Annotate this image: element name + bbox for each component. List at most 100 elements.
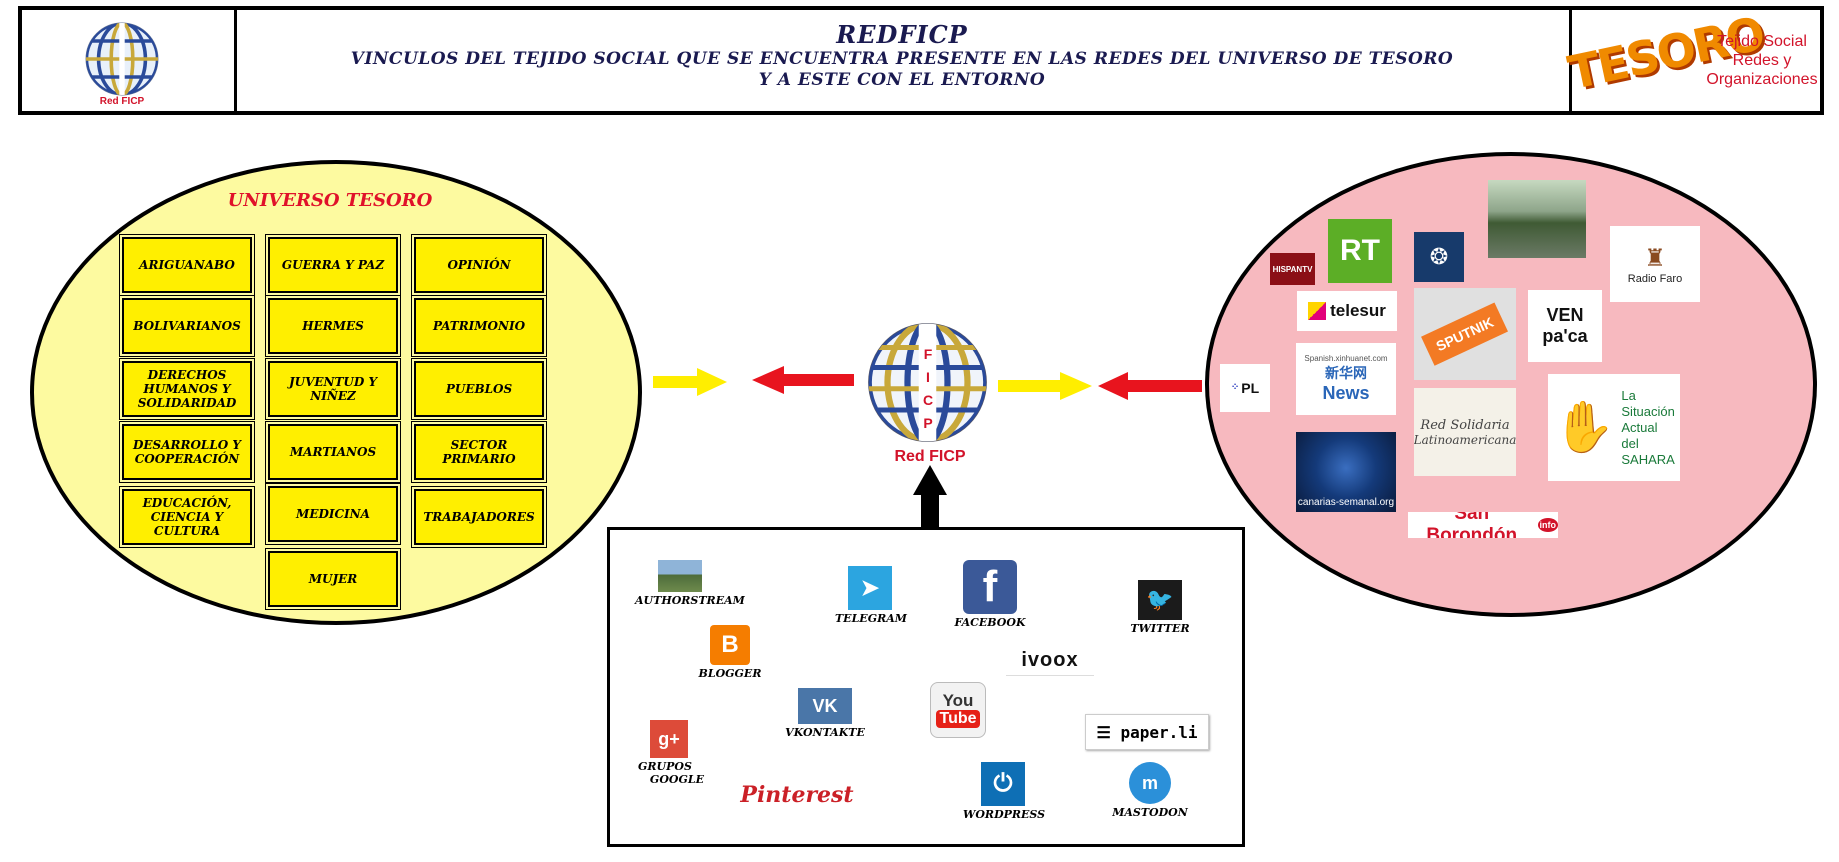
globe-letter: P [923, 415, 933, 431]
globe-letter: F [923, 346, 933, 362]
paperli-label: paper.li [1120, 722, 1198, 742]
authorstream-item[interactable]: AUTHORSTREAM [635, 560, 745, 607]
blogger-item[interactable]: B BLOGGER [695, 625, 765, 680]
sahara-line: Actual [1621, 419, 1658, 435]
ivoox-label: ivoox [1021, 648, 1079, 671]
paperli-item[interactable]: ☰ paper.li [1085, 714, 1209, 750]
red-ficp-globe [868, 323, 987, 442]
facebook-item[interactable]: f FACEBOOK [950, 560, 1030, 629]
globe-letter: I [926, 369, 930, 385]
pinterest-icon: Pinterest [740, 780, 853, 810]
san-borondon-logo[interactable]: San Borondón info [1408, 512, 1558, 538]
header-logo-cell: Red FICP [22, 10, 237, 111]
sahara-text: La Situación Actual del SAHARA [1621, 388, 1674, 468]
authorstream-icon [658, 560, 702, 592]
telegram-item[interactable]: ➤ TELEGRAM [835, 566, 907, 625]
grupos-google-label: GRUPOS [638, 760, 692, 773]
hand-flag-icon: ✋ [1553, 399, 1616, 455]
twitter-label: TWITTER [1130, 622, 1190, 635]
wordpress-label: WORDPRESS [963, 808, 1046, 821]
rt-logo[interactable]: RT [1328, 219, 1392, 283]
ivoox-item[interactable]: ivoox [1005, 645, 1095, 676]
network-box: JUVENTUD Y NIÑEZ [265, 358, 401, 420]
telesur-mark-icon [1308, 302, 1327, 320]
authorstream-label: AUTHORSTREAM [635, 594, 745, 607]
red-solidaria-label: Latinoamericana [1414, 432, 1516, 447]
sahara-line: La [1621, 387, 1636, 403]
sputnik-logo[interactable]: SPUTNIK [1414, 288, 1516, 380]
wordpress-power-icon: ⏻ [981, 762, 1025, 806]
paperli-icon: ☰ paper.li [1085, 714, 1209, 750]
network-box: SECTOR PRIMARIO [411, 421, 547, 483]
facebook-icon: f [963, 560, 1017, 614]
venpaca-logo[interactable]: VEN pa'ca [1528, 290, 1602, 362]
lighthouse-icon: ♜ [1644, 244, 1666, 272]
san-borondon-suffix: info [1537, 518, 1558, 532]
tesoro-subtitle-line: Organizaciones [1706, 71, 1818, 88]
network-box: MUJER [265, 548, 401, 610]
telegram-label: TELEGRAM [835, 612, 907, 625]
vkontakte-item[interactable]: VK VKONTAKTE [785, 688, 865, 739]
network-box: DERECHOS HUMANOS Y SOLIDARIDAD [119, 358, 255, 420]
network-box: GUERRA Y PAZ [265, 234, 401, 296]
telesur-logo[interactable]: telesur [1297, 291, 1397, 331]
canarias-semanal-logo[interactable]: canarias-semanal.org [1296, 432, 1396, 512]
xinhua-news-label: News [1322, 383, 1370, 403]
header-title-block: REDFICP VINCULOS DEL TEJIDO SOCIAL QUE S… [237, 20, 1567, 91]
twitter-item[interactable]: 🐦 TWITTER [1125, 580, 1195, 635]
radio-faro-logo[interactable]: ♜ Radio Faro [1610, 226, 1700, 302]
youtube-label-bottom: Tube [936, 710, 980, 728]
youtube-item[interactable]: You Tube [928, 682, 988, 738]
cubadebate-logo-icon[interactable]: ❂ [1414, 232, 1464, 282]
sahara-logo[interactable]: ✋ La Situación Actual del SAHARA [1548, 374, 1680, 481]
sahara-line: Situación [1621, 403, 1675, 419]
xinhua-url-label: Spanish.xinhuanet.com [1304, 354, 1388, 363]
river-landscape-image [1488, 180, 1586, 258]
header-logo-caption: Red FICP [99, 96, 145, 107]
network-box: MEDICINA [265, 483, 401, 545]
network-box: BOLIVARIANOS [119, 295, 255, 357]
pinterest-item[interactable]: Pinterest [740, 780, 853, 810]
telegram-icon: ➤ [848, 566, 892, 610]
google-plus-icon: g+ [650, 720, 688, 758]
xinhua-logo[interactable]: Spanish.xinhuanet.com 新华网 News [1296, 343, 1396, 415]
hispantv-logo[interactable]: HISPANTV [1270, 253, 1315, 285]
page-subtitle-line2: Y A ESTE CON EL ENTORNO [758, 70, 1046, 90]
mastodon-label: MASTODON [1112, 806, 1188, 819]
pl-label: PL [1241, 380, 1260, 396]
vkontakte-icon: VK [798, 688, 852, 724]
globe-letters: F I C P [919, 343, 937, 435]
universo-tesoro-title: UNIVERSO TESORO [227, 190, 433, 211]
tesoro-subtitle: Tejido Social Redes y Organizaciones [1702, 32, 1822, 89]
network-box: ARIGUANABO [119, 234, 255, 296]
globe-letter: C [922, 392, 934, 408]
facebook-label: FACEBOOK [954, 616, 1026, 629]
network-box: TRABAJADORES [411, 486, 547, 548]
grupos-google-label: GOOGLE [649, 773, 704, 786]
ivoox-icon: ivoox [1006, 645, 1094, 676]
twitter-icon: 🐦 [1138, 580, 1182, 620]
prensa-latina-logo[interactable]: ⁘ PL [1220, 364, 1270, 412]
network-box: OPINIÓN [411, 234, 547, 296]
network-box: PATRIMONIO [411, 295, 547, 357]
youtube-label-top: You [942, 691, 974, 710]
telesur-label: telesur [1330, 301, 1386, 320]
sputnik-label: SPUTNIK [1421, 302, 1509, 366]
sahara-line: del [1621, 435, 1639, 451]
tesoro-subtitle-line: Tejido Social [1717, 33, 1807, 50]
vkontakte-label: VKONTAKTE [785, 726, 865, 739]
red-solidaria-logo[interactable]: Red Solidaria Latinoamericana [1414, 388, 1516, 476]
redficp-globe-logo [85, 22, 159, 96]
header-banner: Red FICP REDFICP VINCULOS DEL TEJIDO SOC… [18, 6, 1824, 115]
grupos-google-item[interactable]: g+ GRUPOS GOOGLE [634, 720, 704, 786]
header-title-cell [234, 10, 1572, 111]
network-box: EDUCACIÓN, CIENCIA Y CULTURA [119, 486, 255, 548]
canarias-label: canarias-semanal.org [1297, 497, 1395, 508]
xinhua-cn-label: 新华网 [1325, 366, 1367, 382]
youtube-icon: You Tube [930, 682, 986, 738]
mastodon-icon: m [1129, 762, 1171, 804]
sahara-line: SAHARA [1621, 451, 1675, 467]
wordpress-item[interactable]: ⏻ WORDPRESS [963, 762, 1046, 821]
mastodon-item[interactable]: m MASTODON [1110, 762, 1190, 819]
san-borondon-label: San Borondón [1426, 512, 1518, 538]
